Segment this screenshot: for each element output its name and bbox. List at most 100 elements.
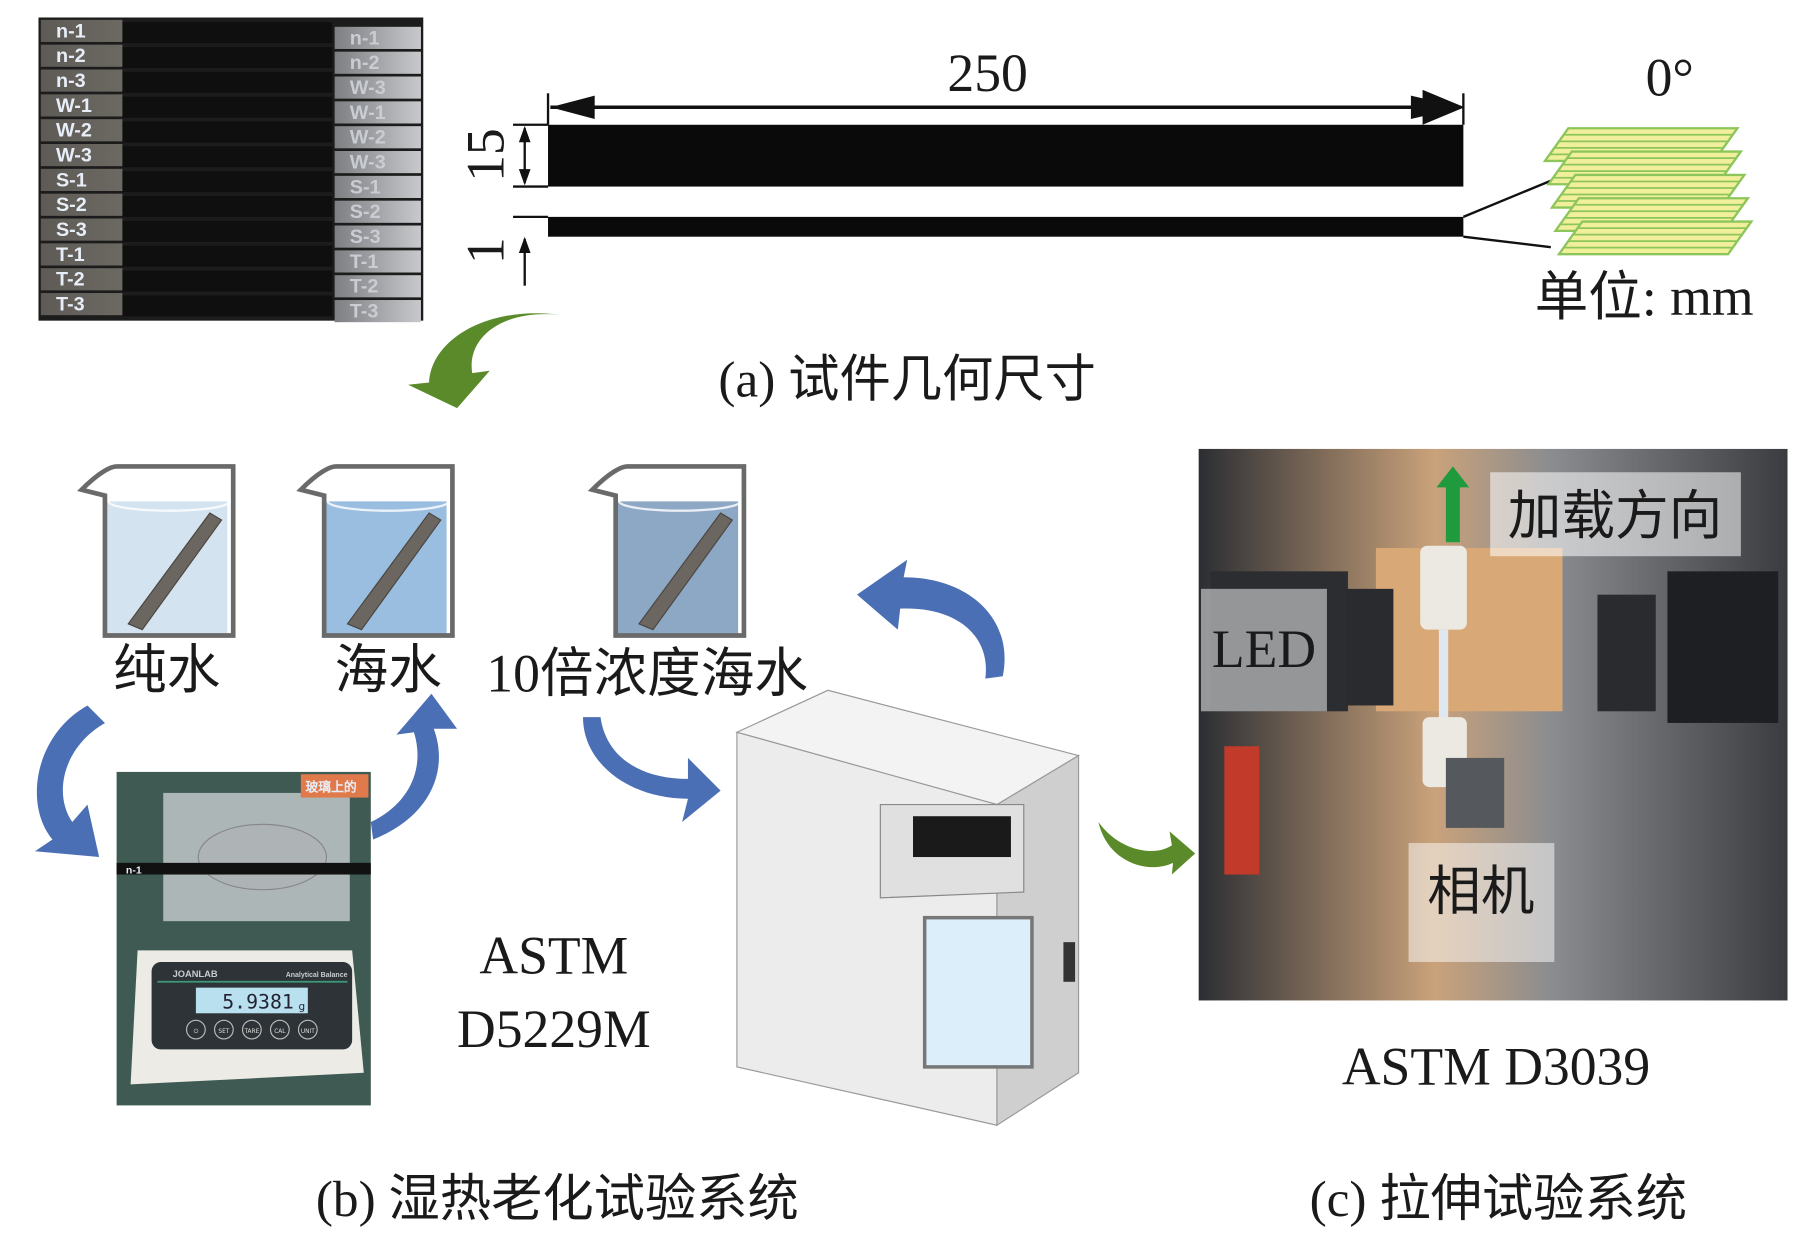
standard-d5229m-line1: ASTM	[479, 926, 628, 986]
thickness-label: 1	[456, 237, 516, 264]
specimen-tab-left	[40, 119, 123, 142]
specimen-tab-right	[334, 26, 421, 49]
balance-sign-text: 玻璃上的	[305, 780, 356, 795]
balance-button	[241, 1019, 262, 1040]
specimen-strip	[122, 171, 333, 193]
specimen-top-view	[548, 124, 1464, 187]
specimen-label-right: W-3	[350, 77, 386, 99]
panel-b-caption: (b) 湿热老化试验系统	[316, 1171, 799, 1228]
specimen-label-left: S-2	[56, 194, 87, 216]
specimen-tab-left	[40, 94, 123, 117]
beaker-icon	[587, 464, 747, 638]
beaker-label-seawater: 海水	[335, 640, 442, 700]
specimen-tab-left	[40, 268, 123, 291]
blue-arrow-icon	[34, 705, 105, 858]
blue-arrow-icon	[370, 693, 458, 840]
specimen-dimension-drawing: 250 15 1	[456, 43, 1552, 286]
green-arrow-icon	[1098, 822, 1196, 875]
specimen-label-left: T-3	[56, 294, 85, 316]
blue-arrow-icon	[583, 717, 721, 823]
balance-button	[269, 1019, 290, 1040]
specimen-strip	[122, 22, 333, 44]
specimen-tab-left	[40, 193, 123, 216]
specimen-label-left: S-1	[56, 169, 87, 191]
balance-brand: JOANLAB	[173, 969, 218, 979]
specimen-tab-right	[334, 175, 421, 198]
balance-unit: g	[299, 1001, 306, 1013]
load-direction-arrow-icon	[1445, 478, 1460, 543]
width-label: 15	[456, 128, 516, 182]
balance-button-label: UNIT	[301, 1029, 315, 1035]
camera-label: 相机	[1427, 862, 1534, 922]
aging-chamber-illustration	[735, 689, 1081, 1127]
specimen-label-right: T-1	[350, 251, 379, 273]
balance-specimen-tag: n-1	[126, 865, 142, 876]
specimen-tab-right	[334, 151, 421, 174]
specimen-strip	[122, 270, 333, 292]
balance-button	[185, 1019, 206, 1040]
specimen-tab-right	[334, 126, 421, 149]
specimen-tab-right	[334, 76, 421, 99]
fiber-angle-label: 0°	[1646, 48, 1694, 108]
specimen-strip	[122, 121, 333, 143]
specimen-label-right: W-1	[350, 102, 386, 124]
specimen-label-right: T-3	[350, 301, 379, 323]
balance-button-label: SET	[218, 1029, 229, 1035]
balance-button-label: ⏻	[194, 1028, 199, 1035]
specimen-strip	[122, 96, 333, 118]
laminate-ply	[1556, 220, 1754, 256]
specimen-tab-right	[334, 250, 421, 273]
specimen-tab-left	[40, 243, 123, 266]
specimen-label-right: n-1	[350, 27, 380, 49]
specimen-label-right: W-2	[350, 127, 386, 149]
specimen-strip	[122, 196, 333, 218]
specimen-label-left: S-3	[56, 219, 87, 241]
balance-button-label: CAL	[274, 1029, 286, 1035]
balance-reading: 5.9381	[222, 991, 294, 1014]
panel-a-caption: (a) 试件几何尺寸	[718, 351, 1096, 408]
balance-photo: n-1 玻璃上的 JOANLAB Analytical Balance 5.93…	[116, 771, 371, 1106]
specimen-strip	[122, 46, 333, 68]
specimen-tab-right	[334, 275, 421, 298]
green-curved-arrow-icon	[408, 313, 560, 409]
specimen-tab-right	[334, 101, 421, 124]
beaker-icon	[296, 464, 455, 638]
beaker-label-concentrated-seawater: 10倍浓度海水	[486, 643, 808, 703]
specimen-label-left: n-2	[56, 45, 86, 67]
balance-button	[213, 1019, 234, 1040]
specimen-label-right: n-2	[350, 52, 380, 74]
specimen-tab-left	[40, 19, 123, 42]
specimen-tab-left	[40, 293, 123, 316]
specimen-label-right: S-3	[350, 226, 381, 248]
specimen-strip	[122, 146, 333, 168]
unit-label: 单位: mm	[1535, 267, 1754, 327]
specimen-label-left: T-2	[56, 269, 85, 291]
blue-arrow-icon	[857, 559, 1005, 679]
specimen-tab-left	[40, 144, 123, 167]
specimen-label-right: W-3	[350, 151, 386, 173]
specimen-label-left: W-3	[56, 145, 92, 167]
load-direction-label: 加载方向	[1508, 486, 1723, 546]
length-label: 250	[947, 43, 1027, 103]
specimen-tab-left	[40, 218, 123, 241]
beaker-group	[77, 464, 747, 638]
balance-model: Analytical Balance	[286, 972, 348, 979]
specimen-tab-left	[40, 168, 123, 192]
specimen-tab-left	[40, 44, 123, 67]
specimen-tab-right	[334, 300, 421, 323]
specimen-strip	[122, 71, 333, 93]
laminate-layup-icon	[1542, 127, 1754, 256]
specimen-label-right: S-2	[350, 201, 381, 223]
led-label: LED	[1212, 619, 1316, 679]
specimen-strip	[122, 295, 333, 317]
specimen-label-right: T-2	[350, 276, 379, 298]
specimen-label-left: T-1	[56, 244, 85, 266]
specimen-strip	[122, 245, 333, 267]
tensile-test-photo: 加载方向 LED 相机	[1198, 448, 1788, 1001]
standard-d3039: ASTM D3039	[1342, 1036, 1650, 1096]
specimen-tab-right	[334, 51, 421, 74]
beaker-icon	[77, 464, 236, 638]
